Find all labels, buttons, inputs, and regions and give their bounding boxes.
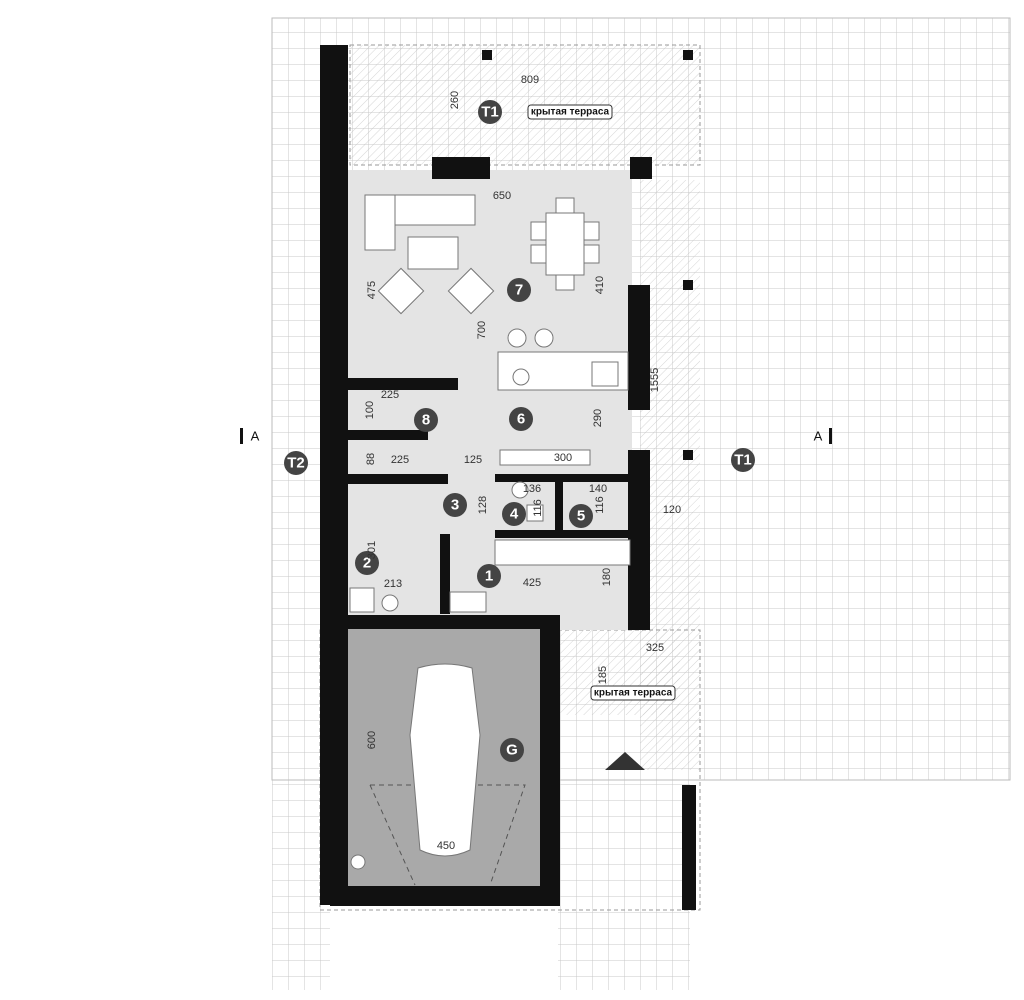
room-marker-8: 8 xyxy=(422,412,430,429)
dimension-label: 185 xyxy=(597,666,609,684)
room-marker-circle xyxy=(500,738,524,762)
dimension-label: 140 xyxy=(589,483,607,495)
dimension-label: 325 xyxy=(646,642,664,654)
dimension-label: 301 xyxy=(366,541,378,559)
room-marker-circle xyxy=(569,504,593,528)
dimension-label: 225 xyxy=(381,389,399,401)
room-marker-g: G xyxy=(506,742,518,759)
dimension-label: 225 xyxy=(391,454,409,466)
walls xyxy=(320,45,696,910)
dimension-label: 260 xyxy=(449,91,461,109)
room-marker-t2: T2 xyxy=(287,455,305,472)
dimension-label: 450 xyxy=(437,840,455,852)
dimension-label: 410 xyxy=(594,276,606,294)
dimension-label: 120 xyxy=(663,504,681,516)
dimension-label: 180 xyxy=(601,568,613,586)
room-marker-1: 1 xyxy=(485,568,493,585)
terrace-label: крытая терраса xyxy=(594,688,673,699)
room-marker-circle xyxy=(443,493,467,517)
dimension-label: 213 xyxy=(384,578,402,590)
dimension-label: 116 xyxy=(594,496,606,514)
room-marker-circle xyxy=(731,448,755,472)
room-marker-circle xyxy=(355,551,379,575)
room-marker-circle xyxy=(284,451,308,475)
room-marker-t1-right: T1 xyxy=(734,452,752,469)
room-marker-circle xyxy=(414,408,438,432)
dimension-label: 100 xyxy=(364,401,376,419)
room-marker-2: 2 xyxy=(363,555,371,572)
dimension-label: 125 xyxy=(464,454,482,466)
section-marker-left: A xyxy=(251,429,260,444)
section-markers xyxy=(240,428,832,770)
dimension-label: 425 xyxy=(523,577,541,589)
section-marker-right: A xyxy=(814,429,823,444)
room-marker-6: 6 xyxy=(517,411,525,428)
room-marker-circle xyxy=(509,407,533,431)
terrace-label-box xyxy=(527,104,613,120)
dimension-label: 136 xyxy=(523,483,541,495)
dimension-label: 600 xyxy=(366,731,378,749)
room-marker-t1: T1 xyxy=(481,104,499,121)
dimension-label: 300 xyxy=(554,452,572,464)
room-marker-4: 4 xyxy=(510,506,519,523)
dimension-label: 116 xyxy=(532,499,544,517)
terrace-label-box xyxy=(590,685,676,701)
room-marker-circle xyxy=(507,278,531,302)
dimension-label: 700 xyxy=(476,321,488,339)
room-marker-5: 5 xyxy=(577,508,585,525)
dimension-label: 128 xyxy=(477,496,489,514)
terrace-label: крытая терраса xyxy=(531,107,610,118)
room-marker-circle xyxy=(478,100,502,124)
furniture xyxy=(349,194,631,870)
dimension-label: 809 xyxy=(521,74,539,86)
room-marker-3: 3 xyxy=(451,497,459,514)
dimension-label: 290 xyxy=(592,409,604,427)
room-marker-7: 7 xyxy=(515,282,523,299)
room-marker-circle xyxy=(477,564,501,588)
dimension-label: 650 xyxy=(493,190,511,202)
dimension-label: 475 xyxy=(366,281,378,299)
dimension-label: 1555 xyxy=(649,368,661,392)
room-marker-circle xyxy=(502,502,526,526)
dimension-label: 88 xyxy=(365,453,377,465)
